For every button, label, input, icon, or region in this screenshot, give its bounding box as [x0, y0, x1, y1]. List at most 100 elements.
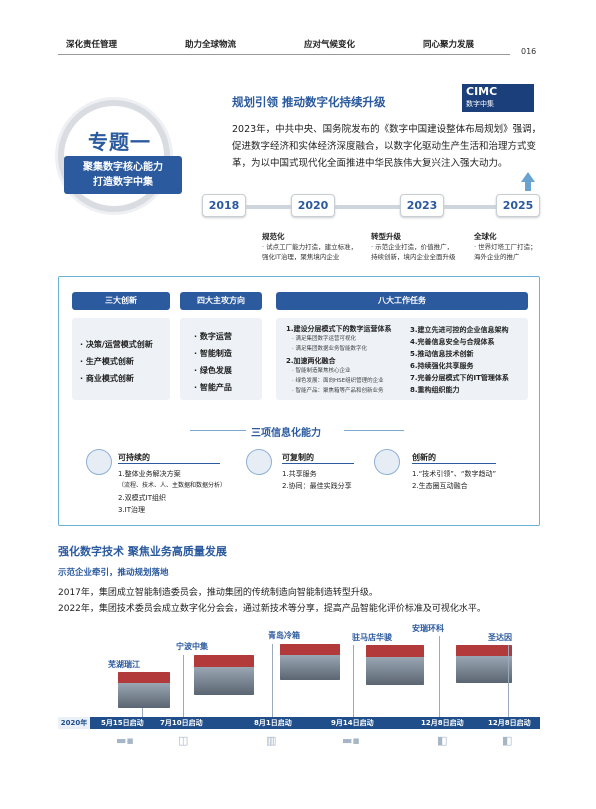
nav-item-logistics[interactable]: 助力全球物流 — [185, 40, 237, 50]
timeline-line — [202, 205, 532, 209]
bar-year: 2020年 — [58, 717, 90, 729]
cimc-logo: CIMC 数字中集 — [462, 84, 534, 112]
arrow-stem — [525, 181, 531, 191]
cap-title: 可持续的 — [118, 453, 150, 462]
cap-items-sustainable: 1.整体业务解决方案 （流程、技术、人、主数据和数据分析） 2.双模式IT组织 … — [118, 468, 226, 516]
connector — [183, 655, 184, 717]
divider-right — [344, 430, 404, 431]
date-bar — [58, 717, 540, 729]
note-line: · 世界灯塔工厂打造； — [474, 243, 537, 251]
task-item: 2.加速两化融合 — [286, 357, 336, 365]
list-item: · 智能产品 — [194, 383, 232, 392]
timeline-note-1: 规范化 · 试点工厂能力打造，建立标准， 强化IT治理，聚焦境内企业 — [262, 232, 357, 262]
list-item: · 绿色发展 — [194, 366, 232, 375]
replicable-icon — [246, 449, 272, 475]
task-item: 1.建设分层模式下的数字运营体系 — [286, 325, 392, 333]
cap-item: 2.生态圈互动融合 — [412, 482, 468, 490]
list-item: · 商业模式创新 — [80, 374, 134, 383]
task-item: 4.完善信息安全与合规体系 — [410, 338, 495, 346]
truck-icon: ▬▪ — [116, 734, 134, 747]
timeline-note-2: 转型升级 · 示范企业打造，价值推广， 持续创新，境内企业全面升级 — [371, 232, 456, 262]
arrow-up-icon — [521, 172, 535, 182]
company-photo — [118, 672, 170, 708]
note-line: 持续创新，境内企业全面升级 — [371, 253, 456, 261]
section2-p1: 2017年，集团成立智能制造委员会，推动集团的传统制造向智能制造转型升级。 — [58, 588, 378, 598]
task-item: 8.重构组织能力 — [410, 386, 460, 394]
note-line: 强化IT治理，聚焦境内企业 — [262, 253, 340, 261]
company-name: 圣达因 — [488, 633, 512, 642]
innovative-icon — [374, 449, 400, 475]
col-tasks: 1.建设分层模式下的数字运营体系 · 满足集团数字运营可视化 · 满足集团数据业… — [276, 318, 528, 400]
framework-frame — [58, 276, 540, 526]
cap-item: 1.整体业务解决方案 — [118, 470, 181, 478]
section1-heading: 规划引领 推动数字化持续升级 — [232, 95, 386, 109]
task-item: 5.推动信息技术创新 — [410, 350, 474, 358]
cap-underline — [412, 463, 496, 464]
connector — [439, 636, 440, 717]
company-name: 宁波中集 — [176, 642, 208, 651]
date-label: 5月15日启动 — [101, 719, 144, 727]
cap-title: 可复制的 — [282, 453, 314, 462]
connector — [508, 645, 509, 717]
task-sub: · 满足集团数字运营可视化 — [292, 336, 356, 342]
header-eight-tasks: 八大工作任务 — [276, 292, 528, 310]
list-item: · 决策/运营模式创新 — [80, 340, 153, 349]
topic-line1: 聚集数字核心能力 — [83, 162, 163, 173]
container-icon: ▥ — [266, 734, 277, 747]
cap-items-innovative: 1.“技术引领”、“数字趋动” 2.生态圈互动融合 — [412, 468, 496, 492]
company-photo — [456, 645, 512, 683]
cap-items-replicable: 1.共享服务 2.协同：最佳实践分享 — [282, 468, 352, 492]
note-title: 规范化 — [262, 232, 285, 241]
logo-sub: 数字中集 — [466, 100, 494, 108]
cap-item: 1.共享服务 — [282, 470, 317, 478]
tank-icon: ◧ — [502, 734, 513, 747]
topic-line2: 打造数字中集 — [93, 177, 153, 188]
task-item: 3.建立先进可控的企业信息架构 — [410, 326, 509, 334]
year-2020: 2020 — [291, 194, 335, 217]
year-2023: 2023 — [400, 194, 444, 217]
task-sub: · 智能制造聚焦核心企业 — [292, 368, 351, 374]
nav-divider — [58, 54, 510, 55]
section1-intro: 2023年，中共中央、国务院发布的《数字中国建设整体布局规划》强调，促进数字经济… — [232, 124, 542, 169]
nav-item-climate[interactable]: 应对气候变化 — [304, 40, 356, 50]
cap-title: 创新的 — [412, 453, 436, 462]
cap-item: 1.“技术引领”、“数字趋动” — [412, 470, 497, 478]
company-name: 安瑞环科 — [412, 624, 444, 633]
note-line: · 试点工厂能力打造，建立标准， — [262, 243, 358, 251]
section2-p2: 2022年，集团技术委员会成立数字化分会会，通过新技术等分享，提高产品智能化评价… — [58, 604, 486, 614]
cap-item: 2.协同：最佳实践分享 — [282, 482, 352, 490]
trailer-icon: ▬▪ — [342, 734, 360, 747]
company-photo — [366, 645, 424, 685]
date-label: 12月8日启动 — [488, 719, 531, 727]
company-name: 驻马店华骏 — [352, 633, 392, 642]
topic-band: 聚集数字核心能力 打造数字中集 — [64, 156, 182, 194]
divider-left — [190, 430, 246, 431]
col-directions: · 数字运营 · 智能制造 · 绿色发展 · 智能产品 — [180, 318, 262, 400]
header-three-innovations: 三大创新 — [72, 292, 170, 310]
logo-main: CIMC — [466, 85, 498, 98]
three-capabilities-title: 三项信息化能力 — [251, 428, 321, 439]
bin-icon: ◧ — [437, 734, 448, 747]
nav-item-development[interactable]: 同心聚力发展 — [423, 40, 475, 50]
note-line: 海外企业的推广 — [474, 253, 520, 261]
date-label: 9月14日启动 — [331, 719, 374, 727]
note-title: 转型升级 — [371, 232, 401, 241]
task-sub: · 满足集团数据业务智能数字化 — [292, 346, 367, 352]
header-four-directions: 四大主攻方向 — [180, 292, 262, 310]
section2-heading: 强化数字技术 聚焦业务高质量发展 — [58, 545, 227, 558]
cap-item: 2.双模式IT组织 — [118, 494, 167, 502]
nav-item-responsibility[interactable]: 深化责任管理 — [66, 40, 118, 50]
cap-underline — [118, 463, 220, 464]
cap-underline — [282, 463, 354, 464]
cap-item: （流程、技术、人、主数据和数据分析） — [118, 482, 227, 489]
date-label: 7月10日启动 — [160, 719, 203, 727]
year-2018: 2018 — [202, 194, 246, 217]
list-item: · 数字运营 — [194, 332, 232, 341]
company-photo — [280, 644, 340, 680]
sustainable-icon — [86, 449, 112, 475]
topic-title: 专题一 — [88, 130, 151, 154]
list-item: · 智能制造 — [194, 349, 232, 358]
company-name: 青岛冷箱 — [268, 631, 300, 640]
section2-subheading: 示范企业牵引，推动规划落地 — [58, 568, 169, 578]
company-name: 芜湖瑞江 — [108, 660, 140, 669]
